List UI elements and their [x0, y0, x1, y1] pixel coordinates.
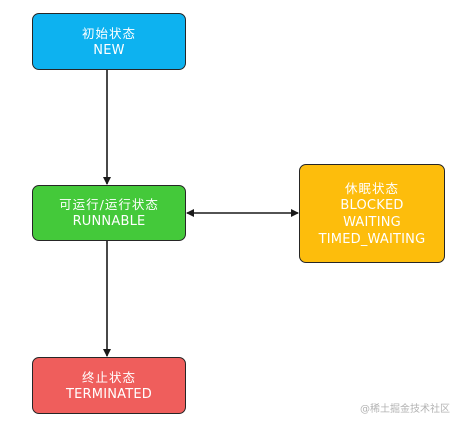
node-runnable-label-zh: 可运行/运行状态 [59, 197, 159, 212]
node-new-label-zh: 初始状态 [81, 25, 136, 41]
node-waiting-label-timed-waiting: TIMED_WAITING [318, 231, 426, 247]
watermark-text: @稀土掘金技术社区 [360, 404, 450, 415]
node-waiting-label-zh: 休眠状态 [344, 180, 399, 196]
node-new-state: 初始状态 NEW [32, 13, 186, 70]
node-runnable-state: 可运行/运行状态 RUNNABLE [32, 185, 186, 241]
node-new-label-en: NEW [93, 42, 125, 58]
node-terminated-state: 终止状态 TERMINATED [32, 357, 186, 414]
node-terminated-label-en: TERMINATED [65, 386, 152, 402]
node-waiting-label-blocked: BLOCKED [340, 197, 404, 213]
node-runnable-label-en: RUNNABLE [72, 214, 146, 229]
node-waiting-label-waiting: WAITING [343, 214, 401, 230]
node-waiting-state: 休眠状态 BLOCKED WAITING TIMED_WAITING [299, 164, 445, 263]
node-terminated-label-zh: 终止状态 [81, 369, 136, 385]
